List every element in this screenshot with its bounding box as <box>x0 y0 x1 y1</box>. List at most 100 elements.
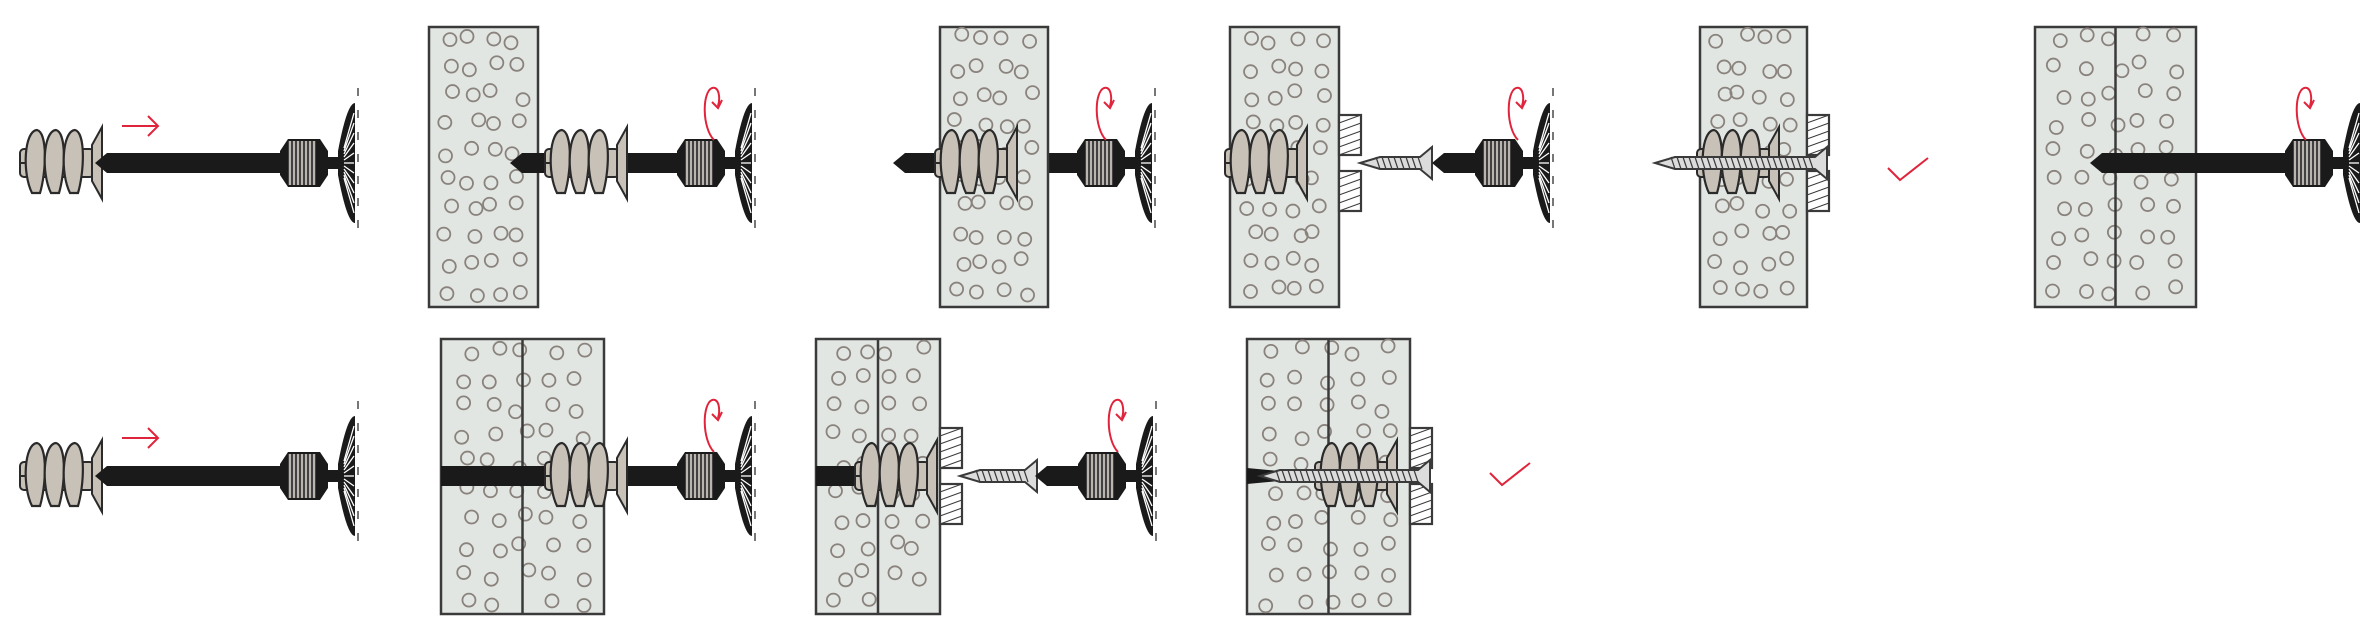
screwdriver-collar <box>280 452 328 500</box>
board-texture-dot <box>1264 255 1280 271</box>
screw <box>1651 144 1828 182</box>
board-texture-dot <box>956 256 972 272</box>
board-texture-dot <box>831 371 846 386</box>
board-texture-dot <box>2106 253 2122 269</box>
board-texture-dot <box>2046 169 2062 185</box>
board-texture-dot <box>1779 251 1795 266</box>
fixture-plate <box>938 426 964 526</box>
board-texture-dot <box>493 287 509 303</box>
board-texture-dot <box>887 565 903 581</box>
board-texture-dot <box>456 395 472 411</box>
board-texture-dot <box>1025 85 1040 101</box>
board-texture-dot <box>881 369 897 384</box>
rotate-clockwise-icon <box>1107 398 1127 453</box>
board-texture-dot <box>1286 280 1302 296</box>
board-texture-dot <box>825 592 841 608</box>
board-texture-dot <box>1243 64 1258 80</box>
board-texture-dot <box>492 340 508 356</box>
board-texture-dot <box>972 254 988 269</box>
board-texture-dot <box>1712 280 1728 295</box>
drywall-dowel <box>19 436 103 516</box>
board-texture-dot <box>2169 64 2185 80</box>
board-texture-dot <box>2135 285 2151 301</box>
board-texture-dot <box>2083 251 2099 267</box>
dowel-thread <box>24 128 46 195</box>
board-texture-dot <box>1245 114 1261 130</box>
step-2-4 <box>1245 337 1531 616</box>
board-texture-dot <box>1258 598 1274 614</box>
board-texture-dot <box>512 285 528 300</box>
board-texture-dot <box>1243 253 1259 268</box>
board-texture-dot <box>1382 423 1398 439</box>
step-1-6 <box>2033 25 2360 309</box>
board-texture-dot <box>1288 115 1304 130</box>
step-1-4 <box>1224 25 1554 309</box>
board-texture-dot <box>1248 224 1264 240</box>
board-texture-dot <box>504 146 520 162</box>
board-texture-dot <box>1294 339 1310 355</box>
board-texture-dot <box>2133 174 2149 190</box>
board-texture-dot <box>1350 394 1366 410</box>
board-texture-dot <box>949 281 965 297</box>
board-texture-dot <box>2045 57 2061 73</box>
screwdriver-collar <box>677 139 725 187</box>
board-texture-dot <box>493 225 509 241</box>
board-texture-dot <box>459 29 475 44</box>
board-texture-dot <box>2057 201 2072 217</box>
screwdriver-collar <box>677 452 725 500</box>
dowel-thread <box>43 441 65 508</box>
board-texture-dot <box>538 509 554 525</box>
board-texture-dot <box>2045 141 2061 156</box>
board-texture-dot <box>1315 117 1331 133</box>
board-texture-dot <box>2078 61 2094 77</box>
screwdriver-bit <box>95 153 280 173</box>
board-texture-dot <box>830 543 845 559</box>
dowel-flange <box>616 123 628 203</box>
dowel-thread <box>859 441 881 508</box>
board-texture-dot <box>468 201 484 216</box>
board-texture-dot <box>968 58 984 73</box>
dowel-thread <box>878 441 900 508</box>
screwdriver-bit <box>1432 153 1475 173</box>
dowel-thread <box>62 128 84 195</box>
screwdriver <box>95 401 359 551</box>
board-texture-dot <box>1731 60 1747 76</box>
rotate-clockwise-icon <box>1107 398 1127 453</box>
screw <box>1256 457 1431 495</box>
board-texture-dot <box>905 368 921 384</box>
board-texture-dot <box>1268 567 1284 583</box>
screw <box>1356 144 1433 182</box>
board-texture-dot <box>1317 88 1332 103</box>
fixture-plate <box>1337 113 1363 213</box>
board-texture-dot <box>1383 512 1399 528</box>
board-texture-dot <box>1733 260 1748 276</box>
board-texture-dot <box>1377 592 1393 608</box>
board-texture-dot <box>1013 251 1029 267</box>
push-arrow-icon <box>122 427 160 449</box>
board-texture-dot <box>1374 404 1390 419</box>
board-texture-dot <box>834 515 850 531</box>
board-texture-dot <box>1259 372 1275 388</box>
dowel-thread <box>1267 128 1289 195</box>
dowel-flange <box>1006 123 1018 203</box>
board-texture-dot <box>854 399 870 415</box>
board-texture-dot <box>1761 256 1777 272</box>
screwdriver-shaft <box>1126 470 1138 482</box>
board-texture-dot <box>1287 83 1303 99</box>
board-texture-dot <box>1261 426 1277 442</box>
board-texture-dot <box>1290 31 1306 47</box>
board-texture-dot <box>1311 198 1327 214</box>
board-texture-dot <box>1381 567 1396 583</box>
board-texture-dot <box>912 396 928 412</box>
board-texture-dot <box>1267 90 1283 106</box>
board-texture-dot <box>511 113 527 129</box>
board-texture-dot <box>1381 370 1397 385</box>
board-texture-dot <box>952 91 968 107</box>
rotate-clockwise-icon <box>703 86 723 141</box>
board-texture-dot <box>1350 371 1366 387</box>
board-texture-dot <box>946 112 962 127</box>
dowel-thread <box>587 128 609 195</box>
board-texture-dot <box>512 342 528 358</box>
board-texture-dot <box>1020 287 1035 303</box>
rotate-clockwise-icon <box>1095 86 1115 141</box>
